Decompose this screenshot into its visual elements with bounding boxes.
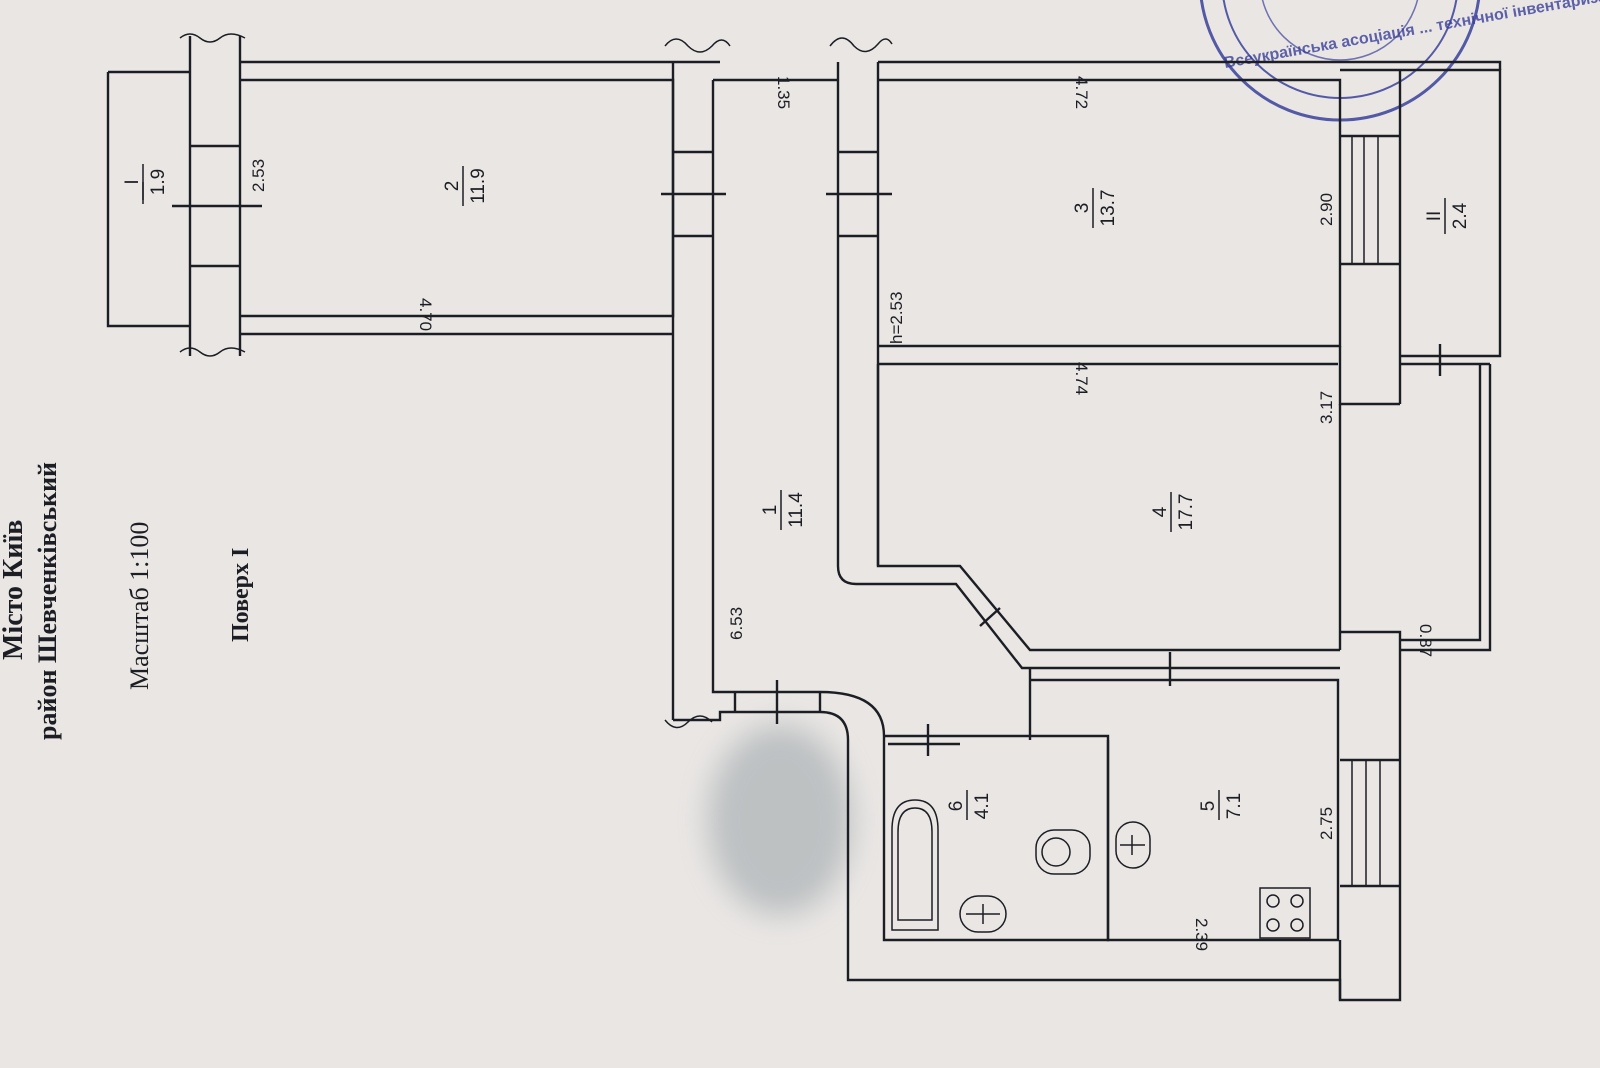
room-area: 11.4 — [786, 492, 807, 528]
room-label-balcony-1: I 1.9 — [122, 164, 169, 200]
stove-icon — [1259, 887, 1311, 939]
room-label-balcony-2: II 2.4 — [1424, 198, 1471, 234]
room-label-room-4: 4 17.7 — [1150, 492, 1197, 532]
room-3 — [878, 60, 1502, 406]
dim-1-35: 1.35 — [774, 76, 793, 109]
kitchen-5 — [1028, 630, 1402, 1002]
dim-2-39: 2.39 — [1192, 918, 1211, 951]
sink-icon — [1115, 821, 1151, 869]
room-label-kitchen-5: 5 7.1 — [1198, 790, 1245, 820]
room-label-room-2: 2 11.9 — [442, 166, 489, 206]
room-area: 7.1 — [1224, 793, 1245, 819]
room-number: 4 — [1150, 506, 1171, 517]
room-number: 6 — [946, 801, 967, 812]
district-title: район Шевченківський — [33, 462, 62, 740]
dim-6-53: 6.53 — [727, 607, 746, 640]
room-label-corridor-1: 1 11.4 — [760, 490, 807, 530]
bathtub-icon — [891, 799, 939, 931]
room-label-room-3: 3 13.7 — [1072, 188, 1119, 228]
dim-3-17: 3.17 — [1317, 391, 1336, 424]
dim-2-53-left: 2.53 — [249, 159, 268, 192]
dim-4-74: 4.74 — [1072, 362, 1091, 395]
dim-0-87: 0.87 — [1416, 624, 1435, 657]
room-labels: I 1.9 2 11.9 1 11.4 3 13.7 II 2.4 4 17.7 — [122, 164, 1471, 820]
city-title-partial: Місто Київ — [0, 520, 29, 660]
room-number: 1 — [760, 505, 781, 516]
room-area: 1.9 — [148, 169, 169, 195]
room-number: II — [1424, 211, 1445, 222]
dim-2-75: 2.75 — [1317, 807, 1336, 840]
corridor-1 — [661, 37, 893, 741]
dim-height: h=2.53 — [887, 292, 906, 344]
toilet-icon — [1035, 829, 1091, 875]
room-area: 13.7 — [1098, 190, 1119, 227]
room-label-bath-6: 6 4.1 — [946, 790, 993, 820]
room-number: 3 — [1072, 203, 1093, 214]
balcony-1 — [106, 33, 262, 357]
dimension-labels: 2.53 4.70 1.35 6.53 4.72 h=2.53 2.90 4.7… — [249, 76, 1435, 951]
room-number: 2 — [442, 181, 463, 192]
scale-label: Масштаб 1:100 — [125, 522, 154, 690]
document-header: Місто Київ район Шевченківський Масштаб … — [0, 462, 254, 740]
room-area: 2.4 — [1450, 202, 1471, 229]
dim-4-72: 4.72 — [1072, 76, 1091, 109]
room-area: 17.7 — [1176, 494, 1197, 531]
dim-2-90: 2.90 — [1317, 193, 1336, 226]
balcony-2 — [1400, 68, 1502, 376]
room-number: 5 — [1198, 801, 1219, 812]
dim-4-70: 4.70 — [416, 298, 435, 331]
room-number: I — [122, 179, 143, 184]
room-area: 4.1 — [972, 793, 993, 819]
washbasin-icon — [959, 895, 1007, 933]
room-area: 11.9 — [468, 168, 489, 204]
redaction-smudge — [708, 725, 852, 915]
floor-label: Поверх I — [228, 548, 254, 642]
bath-6 — [846, 724, 1342, 1000]
